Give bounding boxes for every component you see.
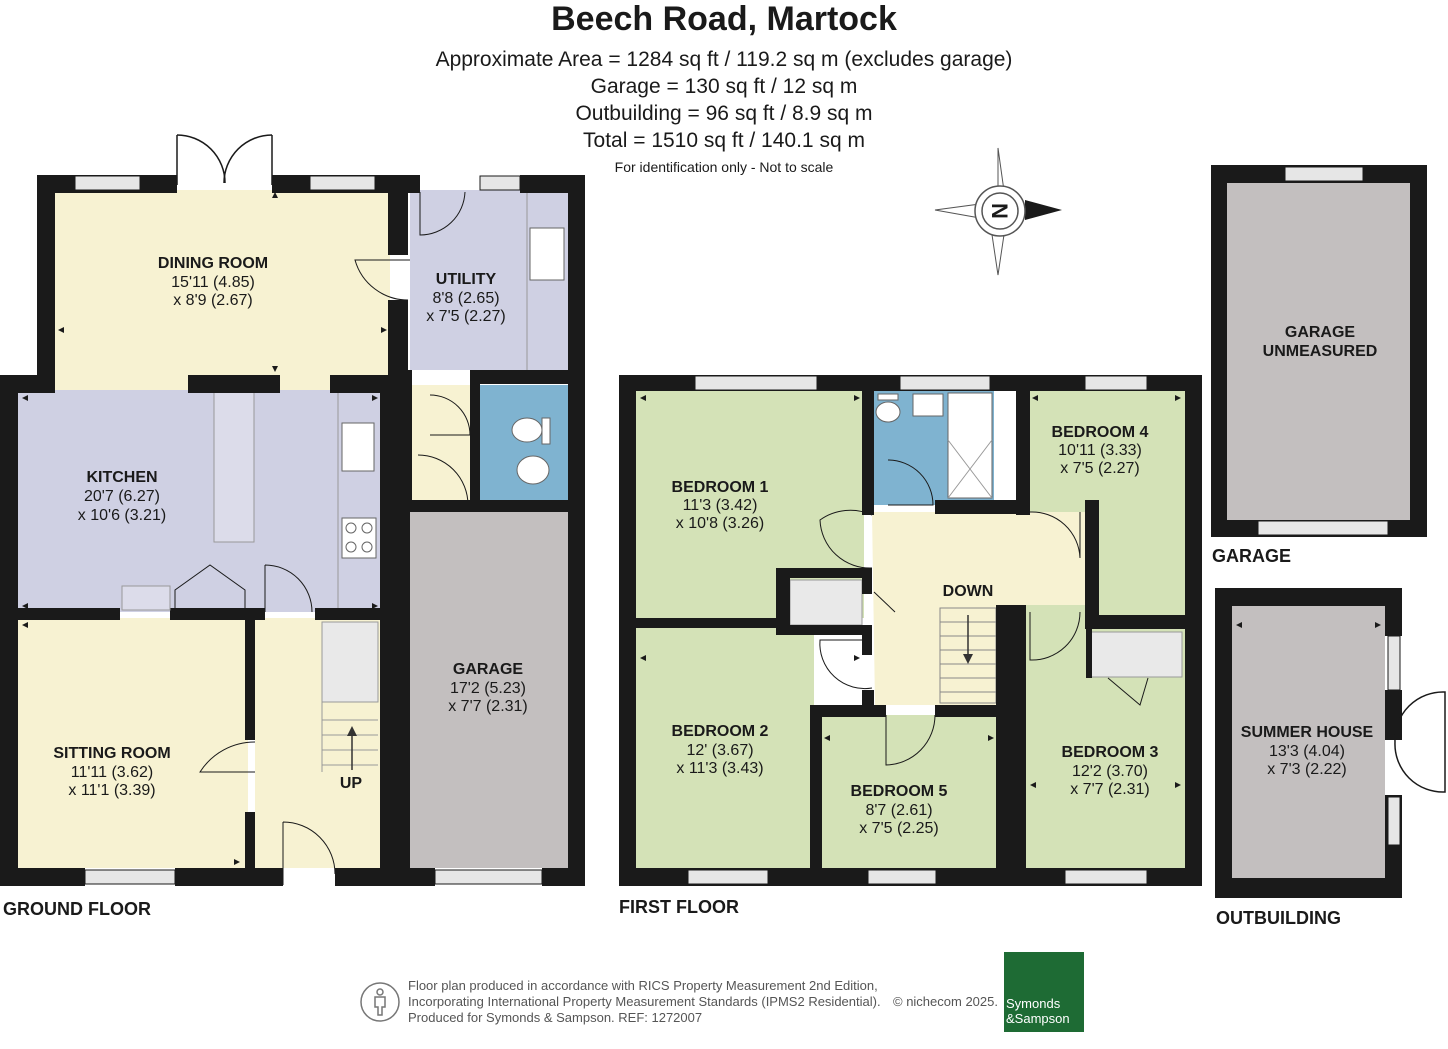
bedroom-2 — [636, 628, 814, 868]
copyright: © nichecom 2025. — [893, 994, 998, 1009]
first-floor-label: FIRST FLOOR — [619, 897, 739, 917]
detached-garage — [1211, 165, 1427, 537]
svg-text:17'2 (5.23): 17'2 (5.23) — [450, 680, 526, 697]
summer-house-label: SUMMER HOUSE — [1241, 724, 1374, 741]
svg-text:x 10'8 (3.26): x 10'8 (3.26) — [676, 515, 764, 532]
utility-sink — [529, 227, 565, 281]
svg-text:8'8 (2.65): 8'8 (2.65) — [432, 290, 499, 307]
kitchen-hob — [341, 517, 377, 559]
brand-logo: Symonds &Sampson — [1004, 952, 1084, 1032]
scale-note: For identification only - Not to scale — [614, 159, 834, 175]
wc — [478, 385, 570, 500]
room-labels: DINING ROOM 15'11 (4.85) x 8'9 (2.67) UT… — [3, 255, 1377, 928]
utility-label: UTILITY — [436, 271, 497, 288]
dining-room — [55, 190, 390, 390]
page-title: Beech Road, Martock — [551, 0, 897, 38]
lobby — [412, 385, 472, 505]
sitting-room-label: SITTING ROOM — [53, 745, 170, 762]
garage-floor-label: GARAGE — [1212, 546, 1291, 566]
airing-cupboard — [789, 579, 863, 626]
person-icon — [360, 982, 400, 1022]
first-floor — [619, 375, 1202, 886]
stairs-landing — [321, 621, 379, 703]
kitchen-sink — [341, 422, 375, 472]
svg-text:x 7'5 (2.25): x 7'5 (2.25) — [859, 820, 939, 837]
garage-label: GARAGE — [453, 661, 524, 678]
french-doors — [176, 134, 273, 185]
svg-text:12'2 (3.70): 12'2 (3.70) — [1072, 763, 1148, 780]
bedroom-2-label: BEDROOM 2 — [672, 723, 769, 740]
bedroom3-cupboard — [1089, 631, 1183, 678]
wc-basin — [516, 455, 550, 485]
svg-text:20'7 (6.27): 20'7 (6.27) — [84, 488, 160, 505]
svg-text:13'3 (4.04): 13'3 (4.04) — [1269, 743, 1345, 760]
bedroom-3-label: BEDROOM 3 — [1062, 744, 1159, 761]
svg-text:x 7'5 (2.27): x 7'5 (2.27) — [1060, 460, 1140, 477]
ground-floor — [0, 134, 585, 886]
svg-text:x 7'7 (2.31): x 7'7 (2.31) — [1070, 781, 1150, 798]
bath — [947, 392, 993, 499]
bedroom-4-label: BEDROOM 4 — [1052, 424, 1149, 441]
stairs-down-label: DOWN — [943, 583, 994, 600]
bedroom-1-label: BEDROOM 1 — [672, 479, 769, 496]
bedroom-5 — [820, 715, 998, 868]
outbuilding — [1215, 588, 1446, 898]
svg-text:x 11'3 (3.43): x 11'3 (3.43) — [676, 760, 763, 777]
footer-disclaimer: Floor plan produced in accordance with R… — [408, 978, 881, 1025]
kitchen-island — [213, 391, 255, 543]
bedroom-5-label: BEDROOM 5 — [851, 783, 948, 800]
dining-room-label: DINING ROOM — [158, 255, 268, 272]
stairs-up-label: UP — [340, 775, 363, 792]
wc-toilet — [511, 417, 543, 443]
svg-text:15'11 (4.85): 15'11 (4.85) — [171, 274, 255, 291]
svg-text:x 11'1 (3.39): x 11'1 (3.39) — [68, 782, 155, 799]
svg-text:8'7 (2.61): 8'7 (2.61) — [865, 802, 932, 819]
svg-text:x 10'6 (3.21): x 10'6 (3.21) — [78, 507, 166, 524]
sitting-room — [18, 618, 248, 868]
svg-text:x 7'5 (2.27): x 7'5 (2.27) — [426, 308, 506, 325]
svg-text:x 7'7 (2.31): x 7'7 (2.31) — [448, 698, 528, 715]
svg-text:10'11 (3.33): 10'11 (3.33) — [1058, 442, 1142, 459]
ground-floor-label: GROUND FLOOR — [3, 899, 151, 919]
kitchen — [18, 390, 383, 612]
area-approx: Approximate Area = 1284 sq ft / 119.2 sq… — [435, 48, 1013, 71]
svg-text:11'3 (3.42): 11'3 (3.42) — [683, 497, 758, 514]
area-garage: Garage = 130 sq ft / 12 sq m — [590, 75, 858, 98]
garage-unmeasured-label: GARAGE — [1285, 324, 1356, 341]
svg-text:x 8'9 (2.67): x 8'9 (2.67) — [173, 292, 253, 309]
area-total: Total = 1510 sq ft / 140.1 sq m — [583, 129, 865, 152]
svg-text:11'11 (3.62): 11'11 (3.62) — [71, 764, 154, 781]
svg-text:x 7'3 (2.22): x 7'3 (2.22) — [1267, 761, 1347, 778]
garage-internal — [410, 508, 570, 868]
svg-text:UNMEASURED: UNMEASURED — [1263, 343, 1378, 360]
area-outbuilding: Outbuilding = 96 sq ft / 8.9 sq m — [575, 102, 873, 125]
compass-icon: N — [934, 147, 1062, 276]
svg-text:N: N — [987, 203, 1012, 219]
outbuilding-label: OUTBUILDING — [1216, 908, 1341, 928]
svg-text:12' (3.67): 12' (3.67) — [686, 742, 753, 759]
kitchen-label: KITCHEN — [86, 469, 157, 486]
